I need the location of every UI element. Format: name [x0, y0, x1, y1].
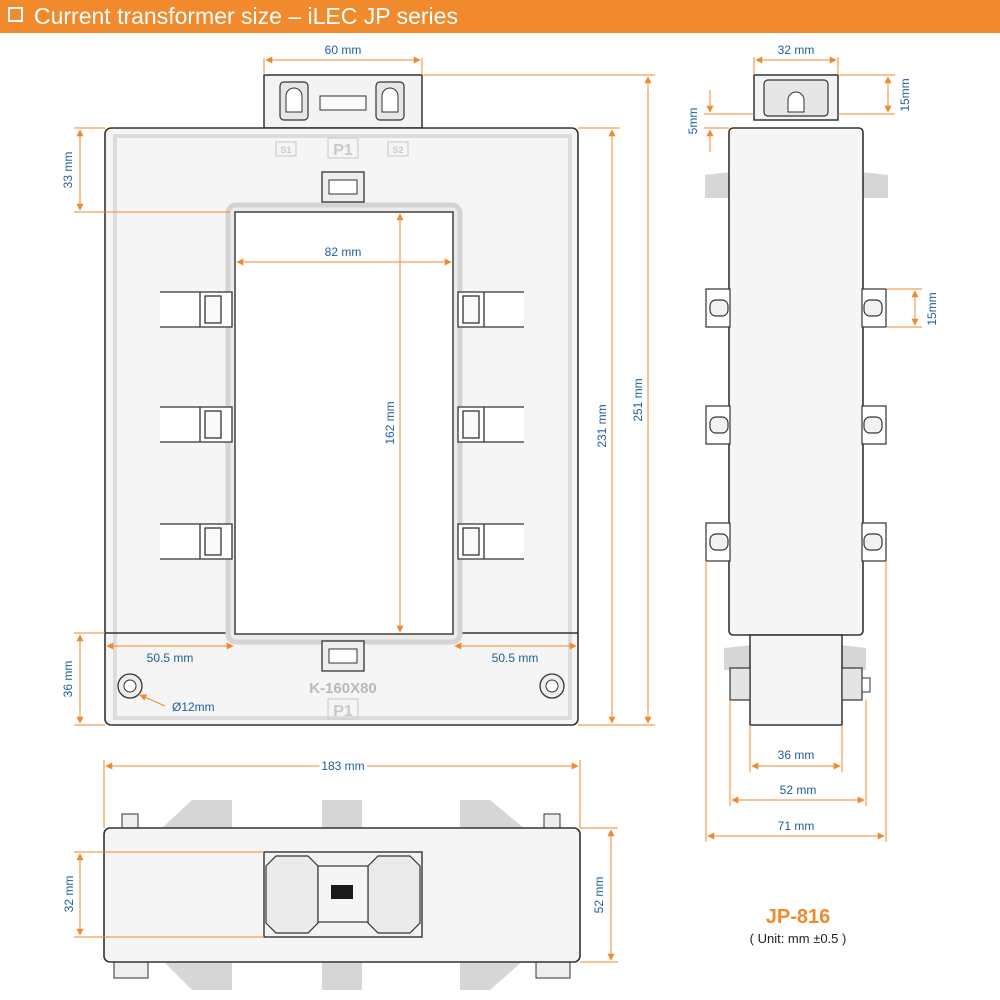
mark-s2: S2 — [392, 145, 403, 155]
model-number: JP-816 — [766, 906, 831, 928]
unit-note: ( Unit: mm ±0.5 ) — [750, 931, 847, 946]
dim-side-terminal-15: 15mm — [898, 78, 912, 111]
dim-front-33: 33 mm — [61, 152, 75, 189]
mark-p1-bottom: P1 — [333, 703, 353, 720]
page-title: Current transformer size – iLEC JP serie… — [34, 3, 458, 29]
mark-p1-top: P1 — [333, 142, 353, 159]
dim-side-base-71: 71 mm — [778, 819, 815, 833]
side-body — [728, 127, 864, 636]
dim-side-clip-15: 15mm — [925, 292, 939, 325]
dim-bottom-right-52: 52 mm — [592, 877, 606, 914]
model-label-k160x80: K-160X80 — [309, 680, 377, 697]
checkbox-icon — [8, 7, 23, 22]
front-view: S1 P1 S2 K-160X80 P1 — [61, 43, 655, 726]
dim-right-gap-50-5: 50.5 mm — [492, 651, 539, 665]
dim-side-base-52: 52 mm — [780, 783, 817, 797]
dim-front-top-60: 60 mm — [325, 43, 362, 57]
bottom-view: 183 mm 32 mm 52 mm — [62, 756, 618, 990]
dim-left-gap-50-5: 50.5 mm — [147, 651, 194, 665]
mark-s1: S1 — [280, 145, 291, 155]
dim-inner-height-231: 231 mm — [595, 404, 609, 447]
primary-window — [234, 211, 454, 635]
dim-window-width-82: 82 mm — [325, 245, 362, 259]
dim-side-top-32: 32 mm — [778, 43, 815, 57]
dim-side-base-36: 36 mm — [778, 748, 815, 762]
dim-bottom-left-32: 32 mm — [62, 876, 76, 913]
dim-side-gap-5: 5mm — [686, 108, 700, 135]
dim-bottom-width-183: 183 mm — [321, 759, 364, 773]
dim-base-height-36: 36 mm — [61, 661, 75, 698]
dim-hole-diameter: Ø12mm — [172, 700, 215, 714]
dim-window-height-162: 162 mm — [383, 401, 397, 444]
dim-total-height-251: 251 mm — [631, 378, 645, 421]
side-view: 32 mm 15mm 5mm 15mm 36 mm 52 mm 71 mm — [686, 43, 939, 842]
title-bar: Current transformer size – iLEC JP serie… — [0, 0, 1000, 33]
